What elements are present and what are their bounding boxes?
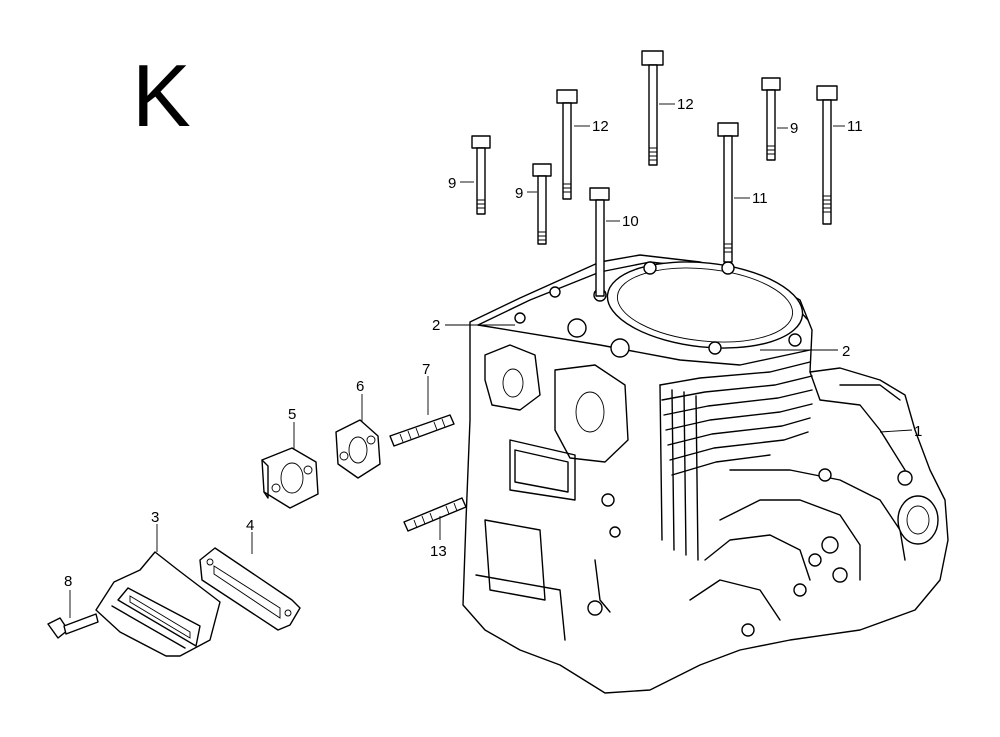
bolt-9-mid	[532, 163, 552, 245]
callout-10: 10	[622, 213, 639, 230]
stud-7	[389, 414, 455, 447]
bolt-11-mid	[717, 122, 739, 263]
callout-13: 13	[430, 543, 447, 560]
callout-12-left: 12	[592, 118, 609, 135]
callout-labels: 1 2 2 3 4 5 6 7 8 9 9 9 10 11 11 12 12 1…	[64, 96, 922, 590]
callout-2-left: 2	[432, 317, 440, 334]
stud-13	[403, 497, 467, 532]
bolt-10	[589, 187, 610, 297]
callout-8: 8	[64, 573, 72, 590]
gasket-6	[335, 419, 381, 479]
callout-9-mid: 9	[515, 185, 523, 202]
callout-12-right: 12	[677, 96, 694, 113]
callout-6: 6	[356, 378, 364, 395]
callout-11-right: 11	[847, 118, 863, 135]
bolt-9-left	[471, 135, 491, 215]
bolt-11-right	[816, 85, 838, 225]
callout-5: 5	[288, 406, 296, 423]
callout-9-left: 9	[448, 175, 456, 192]
callout-7: 7	[422, 361, 430, 378]
callout-3: 3	[151, 509, 159, 526]
bolt-9-right	[761, 77, 781, 161]
callout-2-right: 2	[842, 343, 850, 360]
section-letter: K	[132, 46, 191, 145]
cover-3	[95, 551, 221, 657]
cylinder-block	[462, 254, 949, 694]
callout-9-right: 9	[790, 120, 798, 137]
gasket-4	[199, 547, 301, 631]
leader-lines	[69, 103, 913, 618]
spacer-5	[261, 447, 319, 509]
callout-4: 4	[246, 517, 254, 534]
bolt-8	[47, 613, 99, 639]
callout-1: 1	[914, 423, 922, 440]
bolt-12-right	[641, 50, 664, 166]
bolt-12-left	[556, 89, 578, 200]
callout-11-mid: 11	[752, 190, 768, 207]
